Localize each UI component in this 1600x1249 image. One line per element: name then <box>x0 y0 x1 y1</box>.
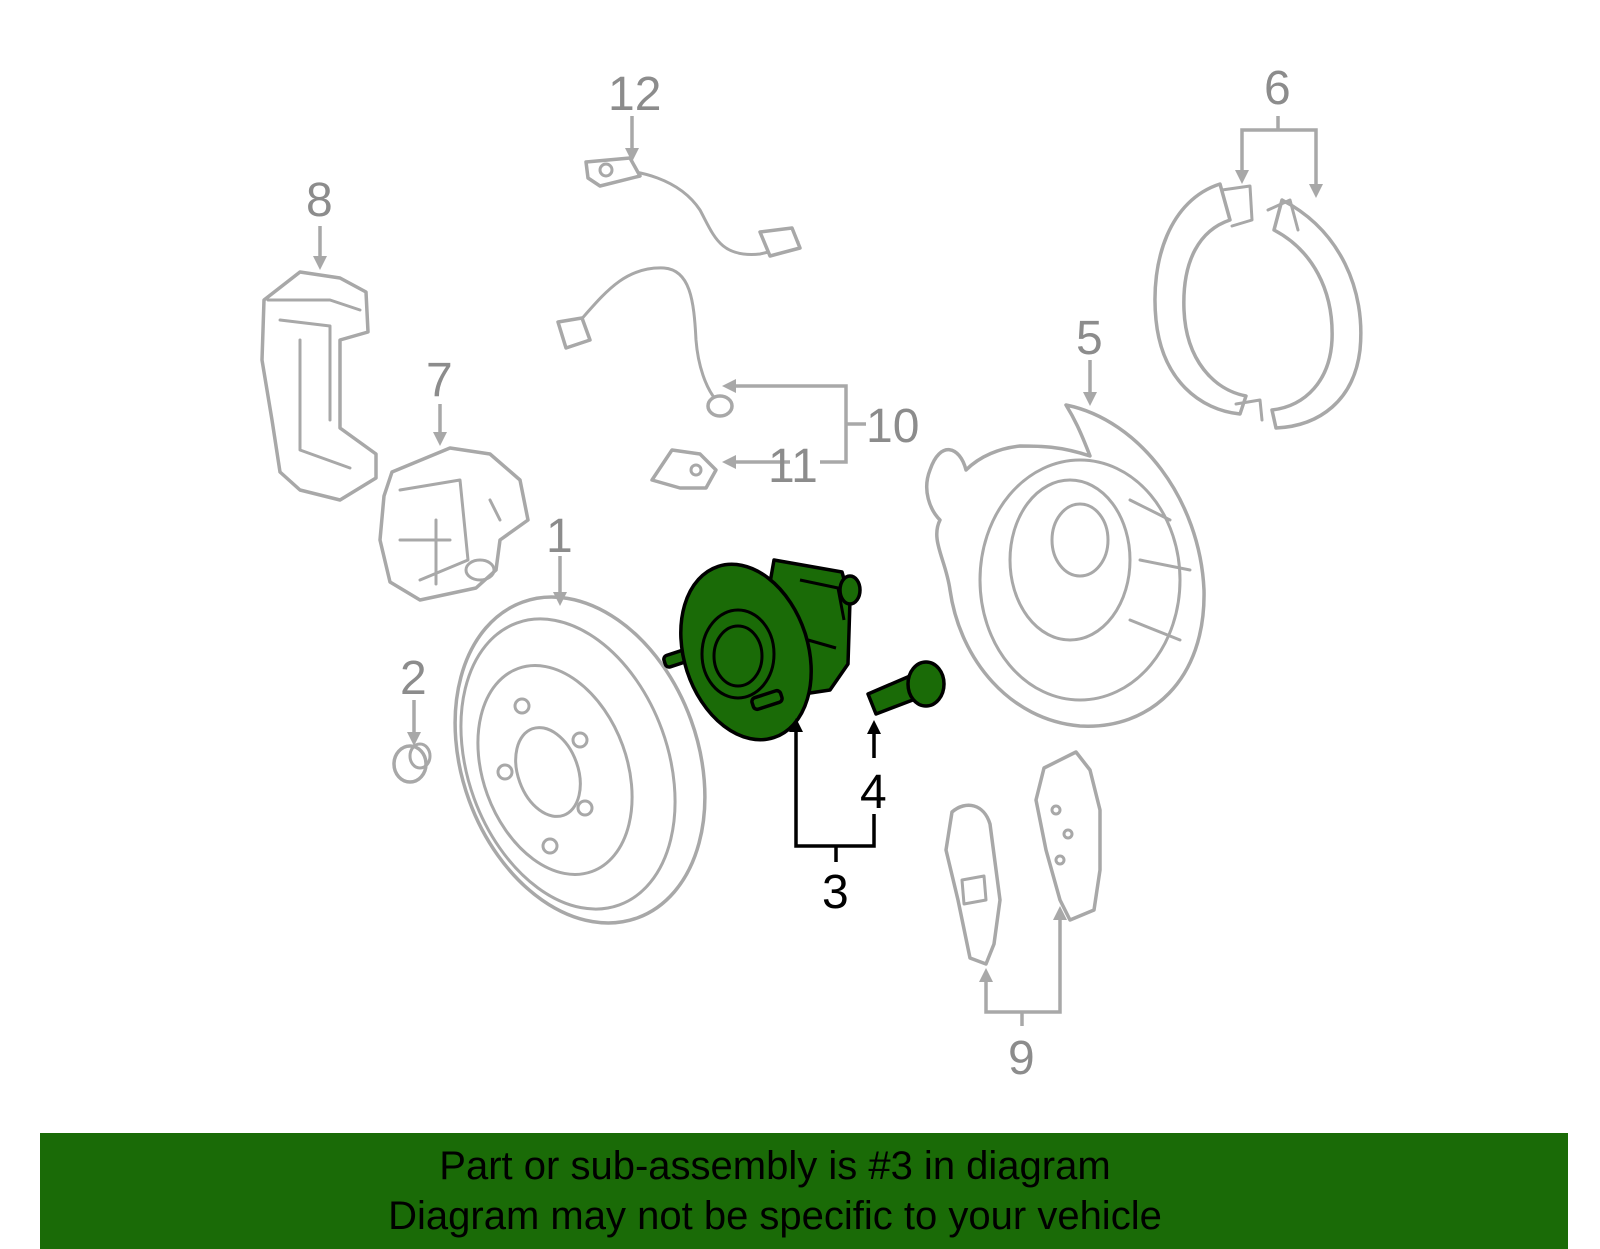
leader-lines <box>313 116 1323 1026</box>
banner-line-2: Diagram may not be specific to your vehi… <box>388 1194 1162 1238</box>
part-7-brake-caliper <box>378 446 530 602</box>
part-9-brake-pads <box>944 750 1102 966</box>
callout-5: 5 <box>1076 312 1103 365</box>
callout-2: 2 <box>400 652 427 705</box>
part-6-parking-brake-shoes <box>1153 182 1363 430</box>
part-1-brake-rotor <box>453 595 707 925</box>
part-2-cap <box>392 742 432 784</box>
part-5-backing-plate <box>925 403 1206 728</box>
banner-line-1: Part or sub-assembly is #3 in diagram <box>439 1144 1111 1188</box>
callout-10: 10 <box>866 400 919 453</box>
callout-11: 11 <box>768 440 818 493</box>
part-8-caliper-bracket <box>260 270 378 502</box>
callout-6: 6 <box>1264 62 1291 115</box>
callout-1: 1 <box>546 510 573 563</box>
callout-4: 4 <box>860 766 887 819</box>
callout-3: 3 <box>822 866 849 919</box>
exploded-parts-diagram: 12 6 8 5 7 10 11 1 2 4 3 9 <box>260 62 1363 1085</box>
part-12-wheel-sensor <box>584 156 802 258</box>
info-banner: Part or sub-assembly is #3 in diagram Di… <box>40 1133 1568 1249</box>
callout-7: 7 <box>426 354 453 407</box>
part-3-hub-bearing-highlighted <box>662 558 862 742</box>
part-11-bracket <box>650 448 718 490</box>
part-10-brake-hose <box>556 266 734 418</box>
callout-labels: 12 6 8 5 7 10 11 1 2 4 3 9 <box>306 62 1291 1085</box>
callout-12: 12 <box>608 68 661 121</box>
part-4-bolt-highlighted <box>866 660 946 716</box>
callout-9: 9 <box>1008 1032 1035 1085</box>
callout-8: 8 <box>306 174 333 227</box>
